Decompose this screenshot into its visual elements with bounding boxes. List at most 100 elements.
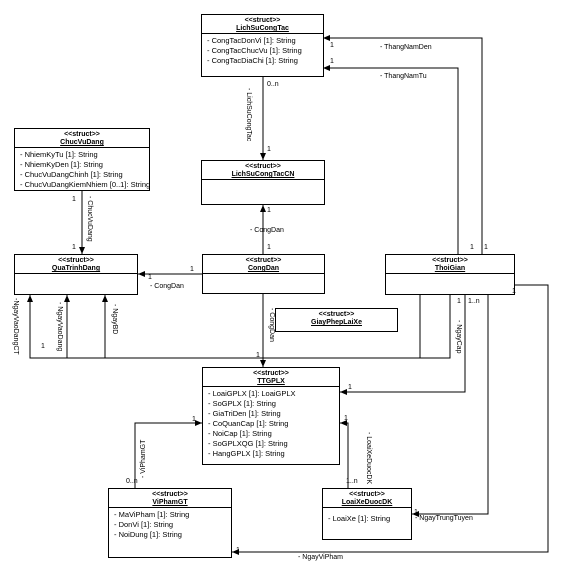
class-quatrinhdang[interactable]: <<struct>> QuaTrinhDang <box>14 254 138 295</box>
mult-1: 1 <box>190 266 194 273</box>
mult-1: 1 <box>330 58 334 65</box>
attribute: - NoiCap [1]: String <box>208 429 272 438</box>
stereotype-label: <<struct>> <box>244 17 281 24</box>
class-ttgplx[interactable]: <<struct>> TTGPLX - LoaiGPLX [1]: LoaiGP… <box>202 367 340 465</box>
mult-1: 1 <box>267 207 271 214</box>
mult-0n: 0..n <box>126 478 138 485</box>
stereotype-label: <<struct>> <box>58 257 94 264</box>
attribute: - GiaTriDen [1]: String <box>208 409 281 418</box>
stereotype-label: <<struct>> <box>245 257 282 264</box>
class-name: ThoiGian <box>434 265 466 272</box>
role-lichsucongtac: - LichSuCongTac <box>245 88 252 142</box>
attribute-list <box>202 179 324 194</box>
attribute-list <box>386 273 514 288</box>
attribute-list <box>203 273 324 288</box>
mult-1: 1 <box>236 547 240 554</box>
role-thangnamtu: - ThangNamTu <box>380 73 427 80</box>
role-congdan-lsctcn: - CongDan <box>250 227 284 234</box>
class-header: <<struct>> ThoiGian <box>386 255 514 273</box>
mult-1: 1 <box>72 196 76 203</box>
attribute: - MaViPham [1]: String <box>114 510 190 519</box>
mult-1: 1 <box>256 352 260 359</box>
attribute: - NhiemKyTu [1]: String <box>20 150 98 159</box>
mult-1: 1 <box>348 384 352 391</box>
class-header: <<struct>> LichSuCongTacCN <box>202 161 324 179</box>
mult-1: 1 <box>192 416 196 423</box>
class-name: LichSuCongTacCN <box>231 171 295 178</box>
class-header: <<struct>> GiayPhepLaiXe <box>276 309 397 327</box>
role-ngayvaodang: - NgayVaoDang <box>56 302 63 352</box>
role-ngaytrungtuyen: - NgayTrungTuyen <box>415 515 473 522</box>
mult-1: 1 <box>267 146 271 153</box>
mult-1n: 1..n <box>346 478 358 485</box>
mult-1: 1 <box>344 415 348 422</box>
attribute: - DonVi [1]: String <box>114 520 174 529</box>
mult-1: 1 <box>512 288 516 295</box>
attribute: - SoGPLXQG [1]: String <box>208 439 288 448</box>
class-name: QuaTrinhDang <box>51 265 101 272</box>
class-chucvudang[interactable]: <<struct>> ChucVuDang - NhiemKyTu [1]: S… <box>14 128 150 191</box>
class-header: <<struct>> LichSuCongTac <box>202 15 323 33</box>
attribute: - SoGPLX [1]: String <box>208 399 276 408</box>
mult-1: 1 <box>330 42 334 49</box>
attribute-list <box>15 273 137 288</box>
role-ngayvaodangct: -NgayVaoDangCT <box>12 298 19 355</box>
stereotype-label: <<struct>> <box>253 370 289 377</box>
mult-0n: 0..n <box>267 81 279 88</box>
attribute: - ChucVuDangKiemNhiem [0..1]: String <box>20 180 151 189</box>
attribute: - CongTacDiaChi [1]: String <box>207 56 298 65</box>
class-header: <<struct>> CongDan <box>203 255 324 273</box>
class-name: ViPhamGT <box>152 499 188 506</box>
stereotype-label: <<struct>> <box>432 257 468 264</box>
class-lichsucongtaccn[interactable]: <<struct>> LichSuCongTacCN <box>201 160 325 205</box>
attribute: - LoaiGPLX [1]: LoaiGPLX <box>208 389 296 398</box>
attribute: - NoiDung [1]: String <box>114 530 182 539</box>
mult-1: 1 <box>41 343 45 350</box>
class-viphamgt[interactable]: <<struct>> ViPhamGT - MaViPham [1]: Stri… <box>108 488 232 558</box>
stereotype-label: <<struct>> <box>245 163 281 170</box>
class-header: <<struct>> QuaTrinhDang <box>15 255 137 273</box>
class-congdan[interactable]: <<struct>> CongDan <box>202 254 325 294</box>
attribute-list: - LoaiGPLX [1]: LoaiGPLX - SoGPLX [1]: S… <box>203 386 339 461</box>
class-name: LoaiXeDuocDK <box>341 499 393 506</box>
mult-1: 1 <box>148 274 152 281</box>
role-thangnamden: - ThangNamDen <box>380 44 432 51</box>
class-header: <<struct>> LoaiXeDuocDK <box>323 489 411 507</box>
role-viphamgt: - ViPhamGT <box>140 439 147 478</box>
stereotype-label: <<struct>> <box>349 491 385 498</box>
attribute-list: - LoaiXe [1]: String <box>323 507 411 526</box>
attribute: - CongTacChucVu [1]: String <box>207 46 302 55</box>
role-ngaybd: - NgayBD <box>111 304 118 335</box>
role-loaixeduocdk: - LoaiXeDuocDK <box>365 432 372 485</box>
attribute-list: - CongTacDonVi [1]: String - CongTacChuc… <box>202 33 323 68</box>
class-header: <<struct>> TTGPLX <box>203 368 339 386</box>
attribute-list: - NhiemKyTu [1]: String - NhiemKyDen [1]… <box>15 147 151 192</box>
mult-1: 1 <box>470 244 474 251</box>
role-congdan-qtd: - CongDan <box>150 283 184 290</box>
class-thoigian[interactable]: <<struct>> ThoiGian <box>385 254 515 295</box>
role-ngayvipham: - NgayViPham <box>298 554 344 561</box>
class-name: CongDan <box>247 265 280 272</box>
class-loaixeduocdk[interactable]: <<struct>> LoaiXeDuocDK - LoaiXe [1]: St… <box>322 488 412 540</box>
class-name: ChucVuDang <box>60 139 104 146</box>
attribute: - NhiemKyDen [1]: String <box>20 160 103 169</box>
attribute: - ChucVuDangChinh [1]: String <box>20 170 123 179</box>
attribute: - CongTacDonVi [1]: String <box>207 36 296 45</box>
mult-1: 1 <box>457 298 461 305</box>
class-giayphep[interactable]: <<struct>> GiayPhepLaiXe <box>275 308 398 332</box>
class-name: TTGPLX <box>257 378 285 385</box>
role-ngaycap: - NgayCap <box>455 320 462 354</box>
mult-1n: 1..n <box>468 298 480 305</box>
mult-1: 1 <box>414 509 418 516</box>
class-name: LichSuCongTac <box>236 25 289 32</box>
mult-1: 1 <box>484 244 488 251</box>
stereotype-label: <<struct>> <box>152 491 188 498</box>
mult-1: 1 <box>72 244 76 251</box>
stereotype-label: <<struct>> <box>64 131 100 138</box>
class-lichsucongtac[interactable]: <<struct>> LichSuCongTac - CongTacDonVi … <box>201 14 324 77</box>
attribute: - HangGPLX [1]: String <box>208 449 285 458</box>
stereotype-label: <<struct>> <box>318 311 355 318</box>
class-header: <<struct>> ViPhamGT <box>109 489 231 507</box>
attribute-list: - MaViPham [1]: String - DonVi [1]: Stri… <box>109 507 231 542</box>
